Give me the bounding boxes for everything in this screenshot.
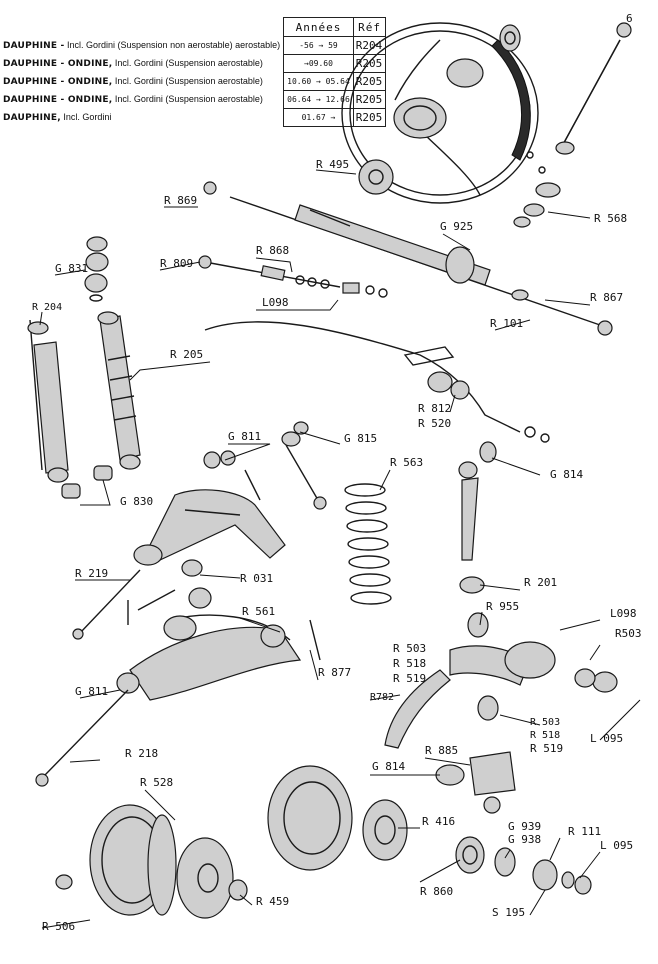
model-name: DAUPHINE - [3,41,65,51]
model-desc: Incl. Gordini (Suspension aerostable) [114,58,263,68]
coil-spring-drawing [344,483,392,605]
table-cell-years: 01.67 → [283,108,354,127]
leader-lines [39,169,641,929]
label-r812: R 812 [418,402,451,415]
model-desc: Incl. Gordini [63,112,112,122]
label-l095-right: L 095 [590,732,623,745]
label-r111: R 111 [568,825,601,838]
label-r031: R 031 [240,572,273,585]
label-r459: R 459 [256,895,289,908]
g815-link-drawing [244,421,327,510]
label-r519-mid: R 519 [393,672,426,685]
label-g815: G 815 [344,432,377,445]
table-cell-model: DAUPHINE - ONDINE, Incl. Gordini (Suspen… [0,72,285,91]
table-row: DAUPHINE - ONDINE, Incl. Gordini (Suspen… [0,54,387,73]
model-name: DAUPHINE, [3,113,61,123]
label-r205: R 205 [170,348,203,361]
label-g811-bottom: G 811 [75,685,108,698]
table-cell-ref: R205 [352,108,387,127]
upper-wishbone-drawing [133,450,286,566]
model-desc: Incl. Gordini (Suspension aerostable) [114,94,263,104]
label-g831: G 831 [55,262,88,275]
part-labels: R 495 R 869 R 568 G 925 R 868 R 809 G 83… [32,12,642,933]
label-r528: R 528 [140,776,173,789]
table-cell-ref: R205 [352,72,387,91]
table-row: DAUPHINE, Incl. Gordini 01.67 → R205 [0,108,387,127]
table-row: DAUPHINE - Incl. Gordini (Suspension non… [0,36,387,55]
shock-absorber-r205-drawing [97,311,141,470]
label-g814-bottom: G 814 [372,760,405,773]
label-g938: G 938 [508,833,541,846]
label-r201: R 201 [524,576,557,589]
tie-rod-drawing [198,255,388,298]
label-l095-bottom: L 095 [600,839,633,852]
label-g811-top: G 811 [228,430,261,443]
label-r503-mid: R 503 [393,642,426,655]
label-r877: R 877 [318,666,351,679]
model-name: DAUPHINE - ONDINE, [3,77,113,87]
label-r503-right: R503 [615,627,642,640]
label-l098-top: L098 [262,296,289,309]
model-desc: Incl. Gordini (Suspension aerostable) [114,76,263,86]
label-r860: R 860 [420,885,453,898]
label-r495: R 495 [316,158,349,171]
label-r518-low: R 518 [530,730,560,741]
label-r219: R 219 [75,567,108,580]
label-r204: R 204 [32,302,62,313]
lower-wishbone-drawing [116,589,302,701]
model-name: DAUPHINE - ONDINE, [3,95,113,105]
label-r520: R 520 [418,417,451,430]
table-cell-model: DAUPHINE - Incl. Gordini (Suspension non… [0,36,285,55]
label-r518-mid: R 518 [393,657,426,670]
stub-axle-drawing [384,576,618,749]
steering-rack-drawing [203,181,613,336]
label-r809: R 809 [160,257,193,270]
label-r519-low: R 519 [530,742,563,755]
label-l098-right: L098 [610,607,637,620]
label-r506: R 506 [42,920,75,933]
r495-hub-drawing [358,159,394,195]
shock-absorber-r204-drawing [27,319,69,483]
label-s195: S 195 [492,906,525,919]
model-desc: Incl. Gordini (Suspension non aerostable… [67,40,281,50]
table-cell-model: DAUPHINE, Incl. Gordini [0,108,285,127]
label-g925: G 925 [440,220,473,233]
steering-column-drawing [513,22,632,228]
label-r955: R 955 [486,600,519,613]
label-r782: R782 [370,692,394,703]
bearings-drawing [455,836,592,895]
label-corner-number: 6 [626,12,633,25]
r885-bracket-drawing [435,751,516,814]
label-g814-top: G 814 [550,468,583,481]
table-cell-model: DAUPHINE - ONDINE, Incl. Gordini (Suspen… [0,54,285,73]
table-cell-model: DAUPHINE - ONDINE, Incl. Gordini (Suspen… [0,90,285,109]
label-g939: G 939 [508,820,541,833]
label-r503-low: R 503 [530,717,560,728]
label-r869: R 869 [164,194,197,207]
r031-bushes-drawing [181,559,212,609]
model-name: DAUPHINE - ONDINE, [3,59,113,69]
label-r568: R 568 [594,212,627,225]
steering-wheel-drawing [341,22,539,204]
label-r868: R 868 [256,244,289,257]
label-r867: R 867 [590,291,623,304]
label-r563: R 563 [390,456,423,469]
brake-disc-drawing [267,765,408,871]
g831-parts-drawing [84,236,109,302]
applicability-table: Années Réf DAUPHINE - Incl. Gordini (Sus… [0,17,387,127]
label-r101: R 101 [490,317,523,330]
brake-drum-drawing [55,804,248,919]
kingpin-drawing [458,441,497,561]
label-r218: R 218 [125,747,158,760]
g830-bushes-drawing [61,465,113,499]
stabilizer-bar-drawing [204,321,550,443]
label-r885: R 885 [425,744,458,757]
label-g830: G 830 [120,495,153,508]
label-r416: R 416 [422,815,455,828]
table-cell-years: 10.60 → 05.64 [283,72,354,91]
table-row: DAUPHINE - ONDINE, Incl. Gordini (Suspen… [0,72,387,91]
label-r561: R 561 [242,605,275,618]
